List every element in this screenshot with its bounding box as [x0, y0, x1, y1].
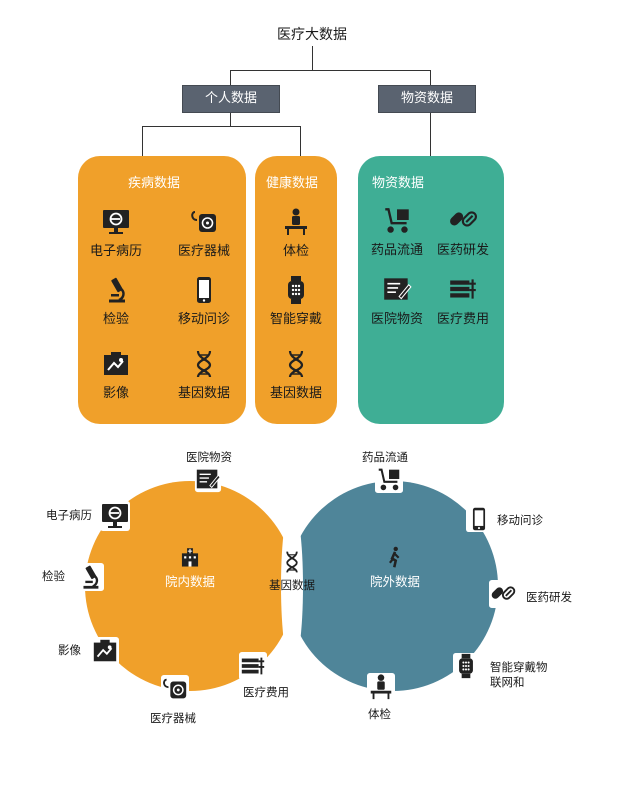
- panel-item-label: 智能穿戴: [269, 312, 322, 327]
- disease-panel-title: 疾病数据: [128, 176, 181, 191]
- panel-item-label: 医疗器械: [177, 244, 230, 259]
- blood-pressure-monitor-icon: [191, 211, 216, 232]
- body-checkup-icon: [367, 673, 395, 701]
- dna-icon: [196, 350, 212, 378]
- panel-item-drug-distribution: 药品流通: [357, 204, 437, 258]
- venn-node-cost-label: 医疗费用: [243, 685, 289, 699]
- blood-pressure-monitor-icon: [161, 675, 189, 703]
- tree-connector: [312, 46, 313, 70]
- personal-data-box: 个人数据: [182, 85, 280, 113]
- venn-node-checkup-label: 体检: [368, 707, 391, 721]
- document-pen-icon: [384, 278, 412, 300]
- tree-connector: [430, 113, 431, 156]
- emr-monitor-icon: [103, 210, 129, 234]
- panel-item-label: 移动问诊: [177, 312, 230, 327]
- material-data-box: 物资数据: [378, 85, 476, 113]
- overlap-gene-label: 基因数据: [269, 578, 315, 592]
- venn-node-mobile-consult-label: 移动问诊: [497, 513, 543, 527]
- panel-item-label: 电子病历: [89, 244, 142, 259]
- in-hospital-label: 院内数据: [164, 574, 215, 589]
- smartwatch-icon: [453, 653, 479, 679]
- money-stack-icon: [450, 279, 476, 299]
- wearable-label-line2: 联网和: [490, 675, 525, 689]
- panel-item-medical-cost: 医疗费用: [423, 273, 503, 327]
- smartwatch-icon: [288, 276, 304, 304]
- walking-person-icon: [389, 546, 400, 568]
- venn-node-hospital-supplies-label: 医院物资: [186, 450, 232, 464]
- panel-item-lab: 检验: [76, 275, 156, 327]
- panel-item-wearable: 智能穿戴: [256, 275, 336, 327]
- panel-item-label: 基因数据: [269, 386, 322, 401]
- microscope-icon: [109, 277, 125, 303]
- tree-connector: [430, 70, 431, 86]
- panel-item-label: 药品流通: [370, 243, 423, 258]
- tree-connector: [142, 126, 143, 156]
- venn-node-device-label: 医疗器械: [150, 711, 196, 725]
- panel-item-label: 医药研发: [436, 243, 489, 258]
- pills-icon: [489, 580, 517, 608]
- document-pen-icon: [194, 465, 222, 493]
- tree-connector: [142, 126, 301, 127]
- imaging-xray-icon: [91, 637, 119, 665]
- tree-connector: [230, 113, 231, 126]
- wearable-label-line1: 智能穿戴物: [490, 660, 548, 674]
- panel-item-emr: 电子病历: [76, 207, 156, 259]
- hospital-building-icon: [181, 548, 199, 567]
- venn-node-wearable-label: 智能穿戴物 联网和: [490, 660, 548, 690]
- tree-connector: [230, 70, 231, 86]
- venn-node-drug-distribution-label: 药品流通: [362, 450, 408, 464]
- panel-item-label: 医院物资: [370, 312, 423, 327]
- venn-node-emr-label: 电子病历: [46, 508, 92, 522]
- panel-item-imaging: 影像: [76, 349, 156, 401]
- pills-icon: [450, 211, 477, 227]
- panel-item-checkup: 体检: [256, 207, 336, 259]
- panel-item-gene-health: 基因数据: [256, 349, 336, 401]
- panel-item-label: 检验: [102, 312, 129, 327]
- overlap-gene-node: 基因数据: [257, 549, 327, 593]
- emr-monitor-icon: [100, 501, 130, 531]
- delivery-scooter-icon: [375, 465, 403, 493]
- panel-item-gene: 基因数据: [164, 349, 244, 401]
- money-stack-icon: [239, 652, 267, 680]
- dna-icon: [286, 551, 298, 573]
- smartphone-icon: [197, 277, 211, 303]
- panel-item-label: 体检: [282, 244, 309, 259]
- imaging-xray-icon: [104, 352, 128, 375]
- tree-connector: [300, 126, 301, 156]
- material-data-panel: [358, 156, 504, 424]
- panel-item-device: 医疗器械: [164, 207, 244, 259]
- venn-node-lab-label: 检验: [42, 569, 65, 583]
- material-panel-title: 物资数据: [372, 176, 425, 191]
- disease-data-panel: [78, 156, 246, 424]
- panel-item-pharma-rd: 医药研发: [423, 204, 503, 258]
- smartphone-icon: [466, 506, 492, 532]
- out-hospital-label: 院外数据: [369, 574, 420, 589]
- microscope-icon: [76, 563, 104, 591]
- health-panel-title: 健康数据: [266, 176, 319, 191]
- venn-node-pharma-rd-label: 医药研发: [526, 590, 572, 604]
- panel-item-label: 医疗费用: [436, 312, 489, 327]
- panel-item-mobile: 移动问诊: [164, 275, 244, 327]
- tree-connector: [230, 70, 431, 71]
- out-hospital-center: 院外数据: [350, 546, 440, 590]
- root-title: 医疗大数据: [277, 27, 347, 43]
- body-checkup-icon: [285, 208, 307, 235]
- in-hospital-center: 院内数据: [145, 546, 235, 590]
- panel-item-label: 基因数据: [177, 386, 230, 401]
- dna-icon: [288, 350, 304, 378]
- venn-node-imaging-label: 影像: [58, 643, 81, 657]
- panel-item-label: 影像: [102, 386, 129, 401]
- venn-overlap: [281, 504, 303, 668]
- panel-item-hospital-supplies: 医院物资: [357, 273, 437, 327]
- delivery-scooter-icon: [385, 208, 409, 233]
